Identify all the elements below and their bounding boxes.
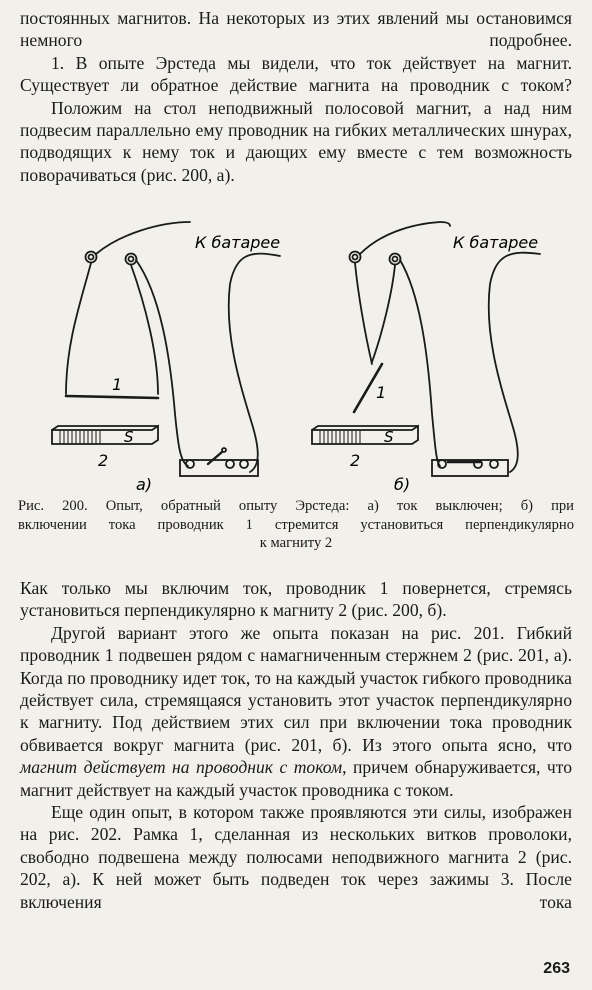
magnet-top-edge <box>51 425 159 431</box>
text-block-bottom: Как только мы включим ток, проводник 1 п… <box>20 577 572 913</box>
terminal <box>185 459 195 469</box>
terminal <box>437 459 447 469</box>
magnet-hatching <box>319 430 361 444</box>
lead-wire-switch <box>135 259 189 467</box>
hook-ring-inner <box>127 255 135 263</box>
paragraph: Положим на стол неподвижный полосовой ма… <box>20 97 572 185</box>
lead-wire <box>359 221 451 255</box>
cord-left <box>354 262 373 365</box>
terminal <box>473 459 483 469</box>
figure-200: К батарее К батарее 1 1 S S 2 2 а) б) <box>51 221 541 494</box>
hook-ring <box>388 252 402 266</box>
paragraph: 1. В опыте Эрстеда мы видели, что ток де… <box>20 52 572 96</box>
hook-ring <box>84 250 98 264</box>
conductor-1 <box>64 394 160 400</box>
cord-left <box>65 262 92 395</box>
subfigure-label: б) <box>394 475 410 494</box>
switch-base <box>431 459 509 477</box>
paragraph: Другой вариант этого же опыта показан на… <box>20 622 572 801</box>
cord-right <box>371 264 396 363</box>
cord-right <box>130 264 159 395</box>
hook-ring-inner <box>351 253 359 261</box>
paragraph: Еще один опыт, в котором также проявляют… <box>20 802 572 912</box>
hook-ring <box>348 250 362 264</box>
figure-caption: Рис. 200. Опыт, обратный опыту Эрстеда: … <box>18 497 574 553</box>
magnet-label: 2 <box>350 451 360 470</box>
emphasized-text: магнит действует на проводник с током <box>20 757 343 778</box>
switch-knob <box>221 447 227 453</box>
magnet-outline <box>51 424 159 445</box>
battery-label: К батарее <box>195 233 280 252</box>
terminal <box>489 459 499 469</box>
hook-ring <box>124 252 138 266</box>
caption-line: Рис. 200. Опыт, обратный опыту Эрстеда: … <box>18 498 574 514</box>
battery-label: К батарее <box>453 233 538 252</box>
switch-base <box>179 459 259 477</box>
paragraph-text: Другой вариант этого же опыта показан на… <box>20 622 572 755</box>
magnet-pole: S <box>384 428 394 446</box>
magnet-top-edge <box>311 425 419 431</box>
lead-wire <box>95 221 191 255</box>
paragraph: Как только мы включим ток, проводник 1 п… <box>20 578 572 621</box>
wire-label: 1 <box>376 383 386 402</box>
magnet-outline <box>311 424 419 445</box>
magnet-label: 2 <box>98 451 108 470</box>
paragraph: постоянных магнитов. На некоторых из эти… <box>20 8 572 51</box>
paragraph-text: , причем обнаруживается, что магнит дейс… <box>20 757 573 800</box>
lead-wire-switch <box>399 259 441 467</box>
hook-ring-inner <box>391 255 399 263</box>
battery-lead <box>487 251 541 473</box>
magnet-hatching <box>59 430 101 444</box>
page-number: 263 <box>543 960 570 977</box>
caption-line: включении тока проводник 1 стремится уст… <box>18 516 574 533</box>
terminal <box>225 459 235 469</box>
switch-lever-open <box>206 450 224 466</box>
hook-ring-inner <box>87 253 95 261</box>
caption-line: к магниту 2 <box>259 535 333 551</box>
wire-label: 1 <box>112 375 122 394</box>
conductor-1-rotated <box>352 362 384 414</box>
terminal <box>239 459 249 469</box>
magnet-pole: S <box>124 428 134 446</box>
text-block-top: постоянных магнитов. На некоторых из эти… <box>20 7 572 186</box>
battery-lead <box>227 252 281 473</box>
subfigure-label: а) <box>136 475 152 494</box>
